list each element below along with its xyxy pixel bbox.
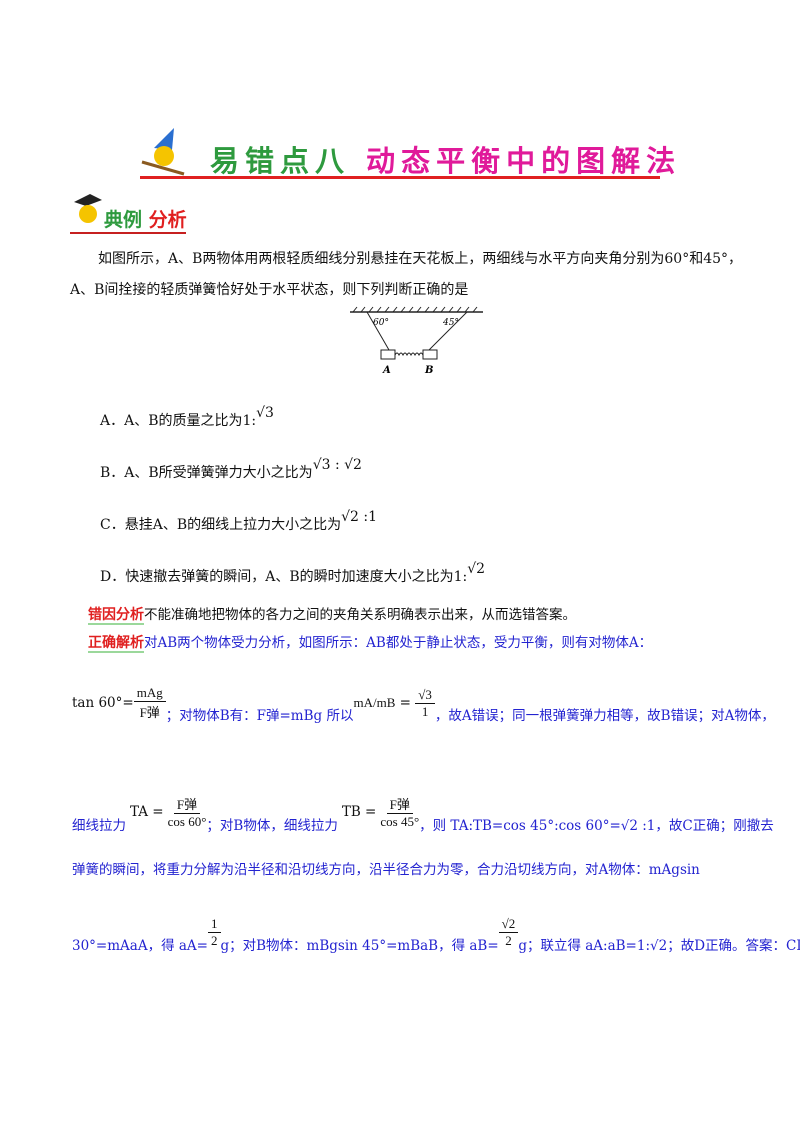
label-b: B bbox=[424, 365, 433, 376]
option-math: √2 :1 bbox=[341, 509, 378, 525]
scholar-mascot-icon bbox=[74, 194, 102, 223]
section-label-2: 分析 bbox=[148, 209, 187, 231]
label-a: A bbox=[382, 365, 391, 376]
solution-text: 30°=mAaA，得 aA= bbox=[72, 938, 208, 954]
solution-text: ；对物体B有：F弹=mBg 所以 bbox=[165, 708, 354, 724]
physics-diagram: 60° 45° A B bbox=[350, 306, 483, 376]
solution-line-4: 弹簧的瞬间，将重力分解为沿半径和沿切线方向，沿半径合力为零，合力沿切线方向，对A… bbox=[72, 862, 700, 878]
tb-label: TB = bbox=[341, 804, 377, 820]
denominator: 2 bbox=[211, 932, 218, 948]
tan-expression: tan 60°= bbox=[72, 695, 134, 711]
option-c[interactable]: C．悬挂A、B的细线上拉力大小之比为√2 :1 bbox=[100, 509, 377, 534]
numerator: F弹 bbox=[386, 794, 413, 814]
block-b bbox=[422, 349, 438, 360]
error-analysis-tag: 错因分析 bbox=[88, 607, 144, 625]
title-part-2: 动态平衡中的图解法 bbox=[366, 144, 682, 178]
numerator: F弹 bbox=[173, 794, 201, 814]
string-b bbox=[428, 311, 468, 351]
title-part-1: 易错点八 bbox=[210, 144, 351, 178]
string-a bbox=[366, 311, 390, 351]
question-line-1: 如图所示，A、B两物体用两根轻质细线分别悬挂在天花板上，两细线与水平方向夹角分别… bbox=[98, 251, 743, 267]
numerator: mAg bbox=[133, 685, 166, 702]
solution-tag: 正确解析 bbox=[88, 635, 144, 653]
numerator: 1 bbox=[208, 916, 221, 933]
numerator: √3 bbox=[415, 687, 435, 704]
option-d[interactable]: D．快速撤去弹簧的瞬间，A、B的瞬时加速度大小之比为1:√2 bbox=[100, 561, 485, 586]
option-math: √3 bbox=[256, 405, 274, 421]
solution-text: g；联立得 aA:aB=1:√2；故D正确。答案：CD。 bbox=[518, 938, 800, 954]
spring bbox=[394, 352, 424, 357]
section-rule bbox=[70, 232, 186, 234]
option-text: B．A、B所受弹簧弹力大小之比为 bbox=[100, 465, 313, 481]
error-analysis-text: 不能准确地把物体的各力之间的夹角关系明确表示出来，从而选错答案。 bbox=[144, 607, 576, 623]
ta-label: TA = bbox=[130, 804, 164, 820]
section-heading: 典例 分析 bbox=[104, 205, 187, 232]
solution-text: 细线拉力 bbox=[72, 818, 126, 834]
solution-text: ；对B物体，细线拉力 bbox=[206, 818, 338, 834]
denominator: 2 bbox=[505, 932, 512, 948]
option-text: D．快速撤去弹簧的瞬间，A、B的瞬时加速度大小之比为1: bbox=[100, 569, 468, 585]
solution-text: 对AB两个物体受力分析，如图所示：AB都处于静止状态，受力平衡，则有对物体A： bbox=[144, 635, 653, 651]
angle-label-left: 60° bbox=[373, 318, 389, 328]
option-text: A．A、B的质量之比为1: bbox=[100, 413, 257, 429]
denominator: cos 60° bbox=[167, 814, 207, 829]
numerator: √2 bbox=[498, 916, 519, 933]
error-analysis: 错因分析不能准确地把物体的各力之间的夹角关系明确表示出来，从而选错答案。 bbox=[88, 603, 576, 625]
denominator: cos 45° bbox=[380, 814, 420, 829]
option-b[interactable]: B．A、B所受弹簧弹力大小之比为√3 : √2 bbox=[100, 457, 362, 482]
section-label-1: 典例 bbox=[104, 209, 143, 231]
solution-text: g；对B物体：mBgsin 45°=mBaB，得 aB= bbox=[220, 938, 499, 954]
solution-text: ，故A错误；同一根弹簧弹力相等，故B错误；对A物体， bbox=[434, 708, 775, 724]
wizard-mascot-icon bbox=[141, 128, 185, 176]
option-text: C．悬挂A、B的细线上拉力大小之比为 bbox=[100, 517, 342, 533]
option-a[interactable]: A．A、B的质量之比为1:√3 bbox=[100, 405, 274, 430]
solution-line-1: 正确解析对AB两个物体受力分析，如图所示：AB都处于静止状态，受力平衡，则有对物… bbox=[88, 631, 653, 653]
angle-label-right: 45° bbox=[442, 318, 459, 328]
option-math: √2 bbox=[467, 561, 486, 577]
option-math: √3 : √2 bbox=[312, 457, 362, 473]
question-line-2: A、B间拴接的轻质弹簧恰好处于水平状态，则下列判断正确的是 bbox=[70, 282, 469, 298]
title-rule bbox=[140, 176, 660, 179]
fraction-2: mA/mB bbox=[353, 695, 395, 711]
solution-text: ，则 TA:TB=cos 45°:cos 60°=√2 :1，故C正确；刚撤去 bbox=[419, 818, 774, 834]
mass-ratio: mA/mB bbox=[353, 695, 396, 710]
page-title: 易错点八 动态平衡中的图解法 bbox=[210, 138, 681, 180]
block-a bbox=[380, 349, 396, 360]
denominator: 1 bbox=[421, 703, 429, 719]
denominator: F弹 bbox=[139, 705, 160, 720]
